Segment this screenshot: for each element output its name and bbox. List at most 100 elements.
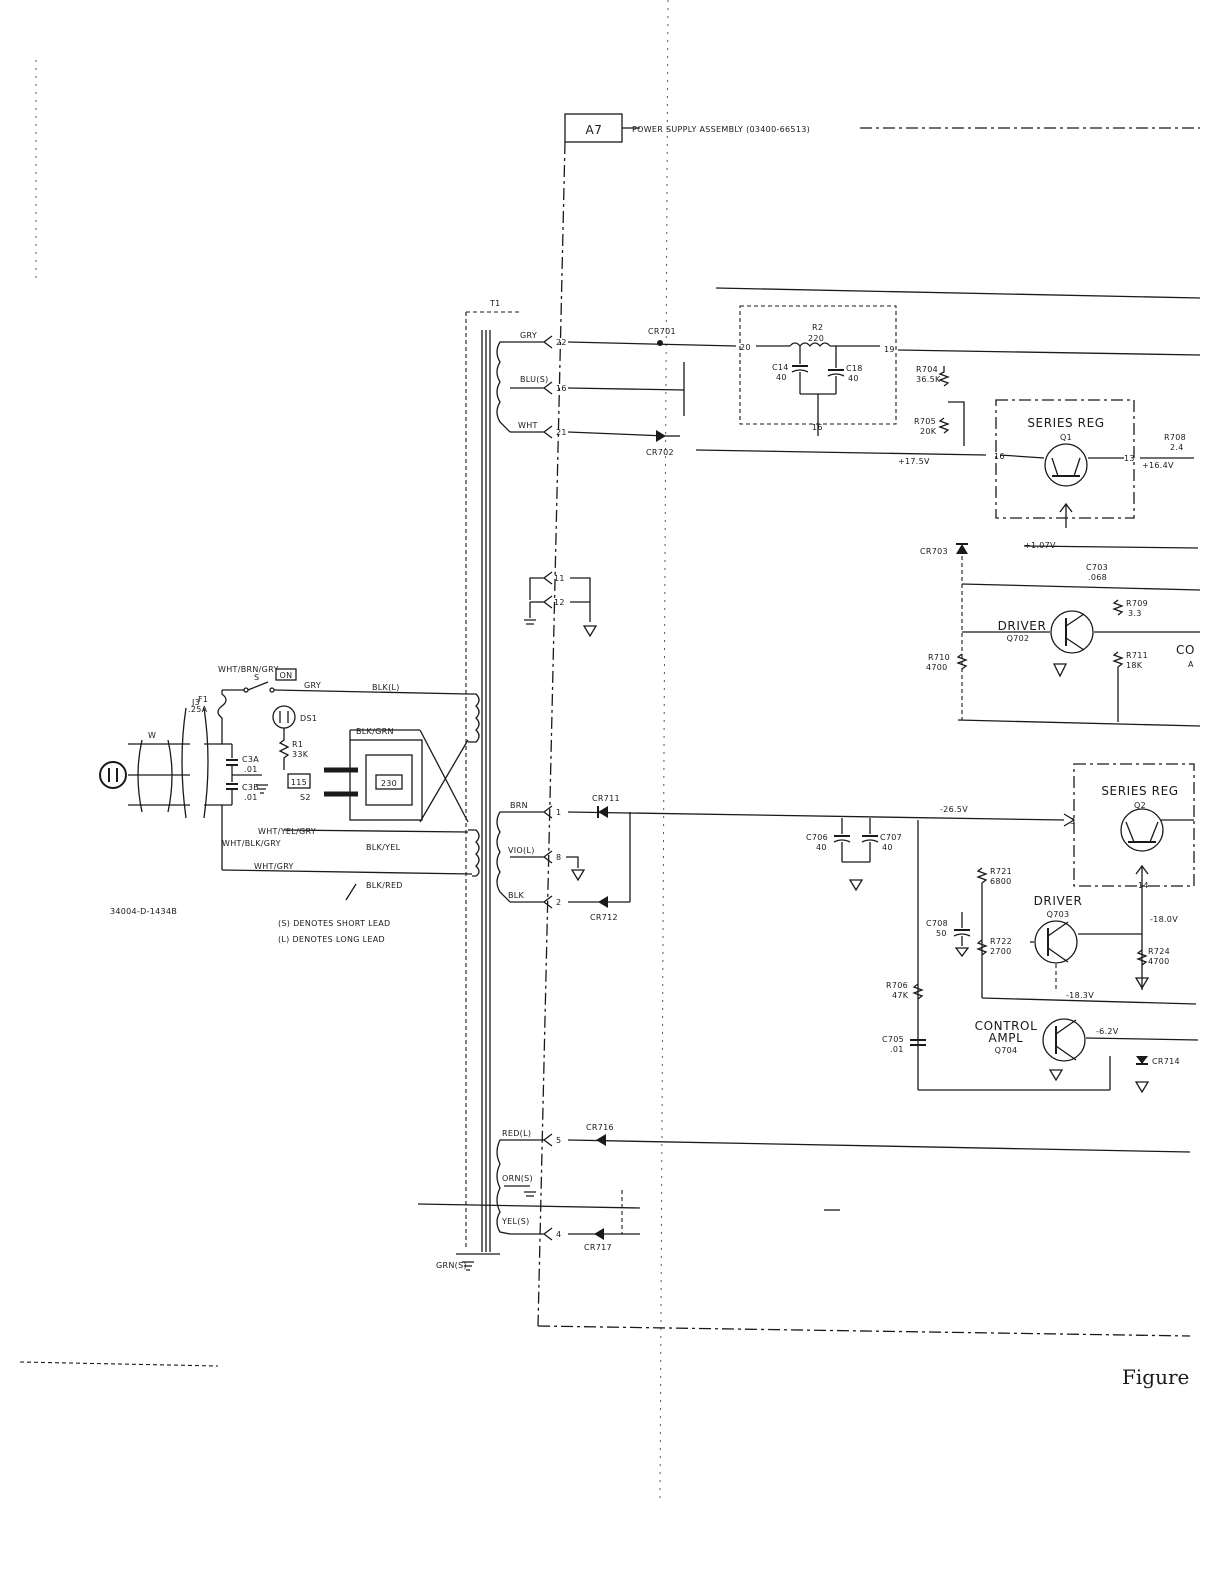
wire-wht-blk-gry: WHT/BLK/GRY	[222, 839, 281, 848]
r711-ref: R711	[1126, 651, 1148, 660]
c707-ref: C707	[880, 833, 902, 842]
diode-cr717: CR717	[584, 1243, 612, 1252]
r2-value: 220	[808, 334, 824, 343]
wire-wht-gry: WHT/GRY	[254, 862, 294, 871]
wire-red: RED(L)	[502, 1129, 531, 1138]
q2-pin-14: 14	[1138, 881, 1149, 890]
assembly-title: POWER SUPPLY ASSEMBLY (03400-66513)	[632, 125, 810, 134]
voltage-230: 230	[381, 779, 397, 788]
series-reg-top-label: SERIES REG	[1027, 416, 1104, 430]
r2-ref: R2	[812, 323, 823, 332]
ac-input-section: W J3 C3A .01 C3B .01 F1 .25A WHT/BRN/GRY…	[99, 665, 473, 901]
note-short-lead: (S) DENOTES SHORT LEAD	[278, 919, 390, 928]
transistor-q704-icon	[1042, 1018, 1086, 1062]
q1-ref: Q1	[1060, 433, 1072, 442]
page-fold-line	[659, 0, 669, 1501]
resistor-r2-icon	[789, 342, 831, 348]
diode-icon	[956, 544, 968, 554]
wire-blk-long: BLK(L)	[372, 683, 400, 692]
diode-cr712: CR712	[590, 913, 618, 922]
fuse-ref: F1	[198, 695, 208, 704]
pin-2: 2	[556, 898, 561, 907]
secondary-coil-3	[496, 1139, 511, 1235]
pin-21: 21	[556, 428, 567, 437]
q2-pin-3: 3	[1070, 817, 1075, 826]
chassis-ground-icon	[1048, 1069, 1064, 1082]
r721-value: 6800	[990, 877, 1012, 886]
chassis-ground-icon	[582, 625, 598, 638]
transformer-ref: T1	[489, 299, 501, 308]
chassis-ground-icon	[570, 869, 586, 882]
wire-blk: BLK	[508, 891, 525, 900]
r709-value: 3.3	[1128, 609, 1142, 618]
r710-value: 4700	[926, 663, 948, 672]
voltage-line-top: +1.07V	[1024, 541, 1056, 550]
voltage-control: -6.2V	[1096, 1027, 1119, 1036]
c708-value: 50	[936, 929, 947, 938]
margin-line	[19, 1361, 219, 1367]
resistor-r724-icon	[1136, 949, 1148, 966]
assembly-boundary: A7 POWER SUPPLY ASSEMBLY (03400-66513)	[537, 113, 1200, 1337]
wire-wht-yel-gry: WHT/YEL/GRY	[258, 827, 316, 836]
cord-ref: W	[148, 731, 156, 740]
wire-wht-brn-gry: WHT/BRN/GRY	[218, 665, 279, 674]
secondary-pins: 22 GRY 16 BLU(S) 21 WHT 11 12 1 BRN 8 VI…	[501, 331, 598, 1241]
r704-value: 36.5K	[916, 375, 941, 384]
diode-icon	[596, 1134, 606, 1146]
diode-icon	[598, 806, 608, 818]
resistor-r721-icon	[976, 867, 988, 998]
drawing-number: 34004-D-1434B	[110, 907, 177, 916]
q2-ref: Q2	[1134, 801, 1146, 810]
diode-icon	[594, 1228, 604, 1240]
wire-orn: ORN(S)	[502, 1174, 533, 1183]
diode-icon	[656, 430, 666, 442]
secondary-coil-2	[496, 811, 511, 903]
ground-icon	[462, 1261, 474, 1271]
wire-grn: GRN(S)	[436, 1261, 467, 1270]
r708-value: 2.4	[1170, 443, 1184, 452]
fuse-icon	[217, 690, 227, 744]
diode-cr711: CR711	[592, 794, 620, 803]
lamp-ref: DS1	[300, 714, 317, 723]
driver-q703-label: DRIVER	[1034, 894, 1083, 908]
secondary-coil-1	[496, 341, 511, 433]
series-reg-bottom-label: SERIES REG	[1101, 784, 1178, 798]
r704-ref: R704	[916, 365, 938, 374]
r708-ref: R708	[1164, 433, 1186, 442]
notes: 34004-D-1434B (S) DENOTES SHORT LEAD (L)…	[110, 907, 390, 944]
diode-cr703: CR703	[920, 547, 948, 556]
wire-yel: YEL(S)	[501, 1217, 530, 1226]
voltage-115: 115	[291, 778, 307, 787]
c14-value: 40	[776, 373, 787, 382]
figure-caption: Figure	[1122, 1365, 1189, 1389]
chassis-ground-icon	[1134, 1081, 1150, 1094]
q704-ref: Q704	[995, 1046, 1018, 1055]
c706-ref: C706	[806, 833, 828, 842]
q702-ref: Q702	[1007, 634, 1030, 643]
series-reg-q2-module	[1073, 763, 1195, 887]
r722-value: 2700	[990, 947, 1012, 956]
transistor-q703-icon	[1034, 920, 1078, 964]
r724-value: 4700	[1148, 957, 1170, 966]
r706-ref: R706	[886, 981, 908, 990]
pin-11: 11	[554, 574, 565, 583]
q703-ref: Q703	[1047, 910, 1070, 919]
resistor-r1-icon	[278, 728, 290, 770]
wire-blk-grn: BLK/GRN	[356, 727, 394, 736]
filter-block: 20 19 R2 220 C14 40 C18 40 16	[715, 287, 1201, 436]
diode-cr701: CR701	[648, 327, 676, 336]
c703-value: .068	[1088, 573, 1107, 582]
cap-c3b: C3B	[242, 783, 259, 792]
fuse-value: .25A	[188, 705, 208, 714]
primary-coil-lower	[468, 829, 480, 877]
c708-ref: C708	[926, 919, 948, 928]
switch-on-label: ON	[280, 671, 293, 680]
resistor-r722-icon	[976, 939, 988, 956]
c14-ref: C14	[772, 363, 789, 372]
control-ampl-label-2: AMPL	[989, 1031, 1024, 1045]
cap-c3a: C3A	[242, 755, 259, 764]
pin-22: 22	[556, 338, 567, 347]
resistor-r711-icon	[1112, 651, 1124, 722]
filter-pin-16: 16	[812, 423, 823, 432]
